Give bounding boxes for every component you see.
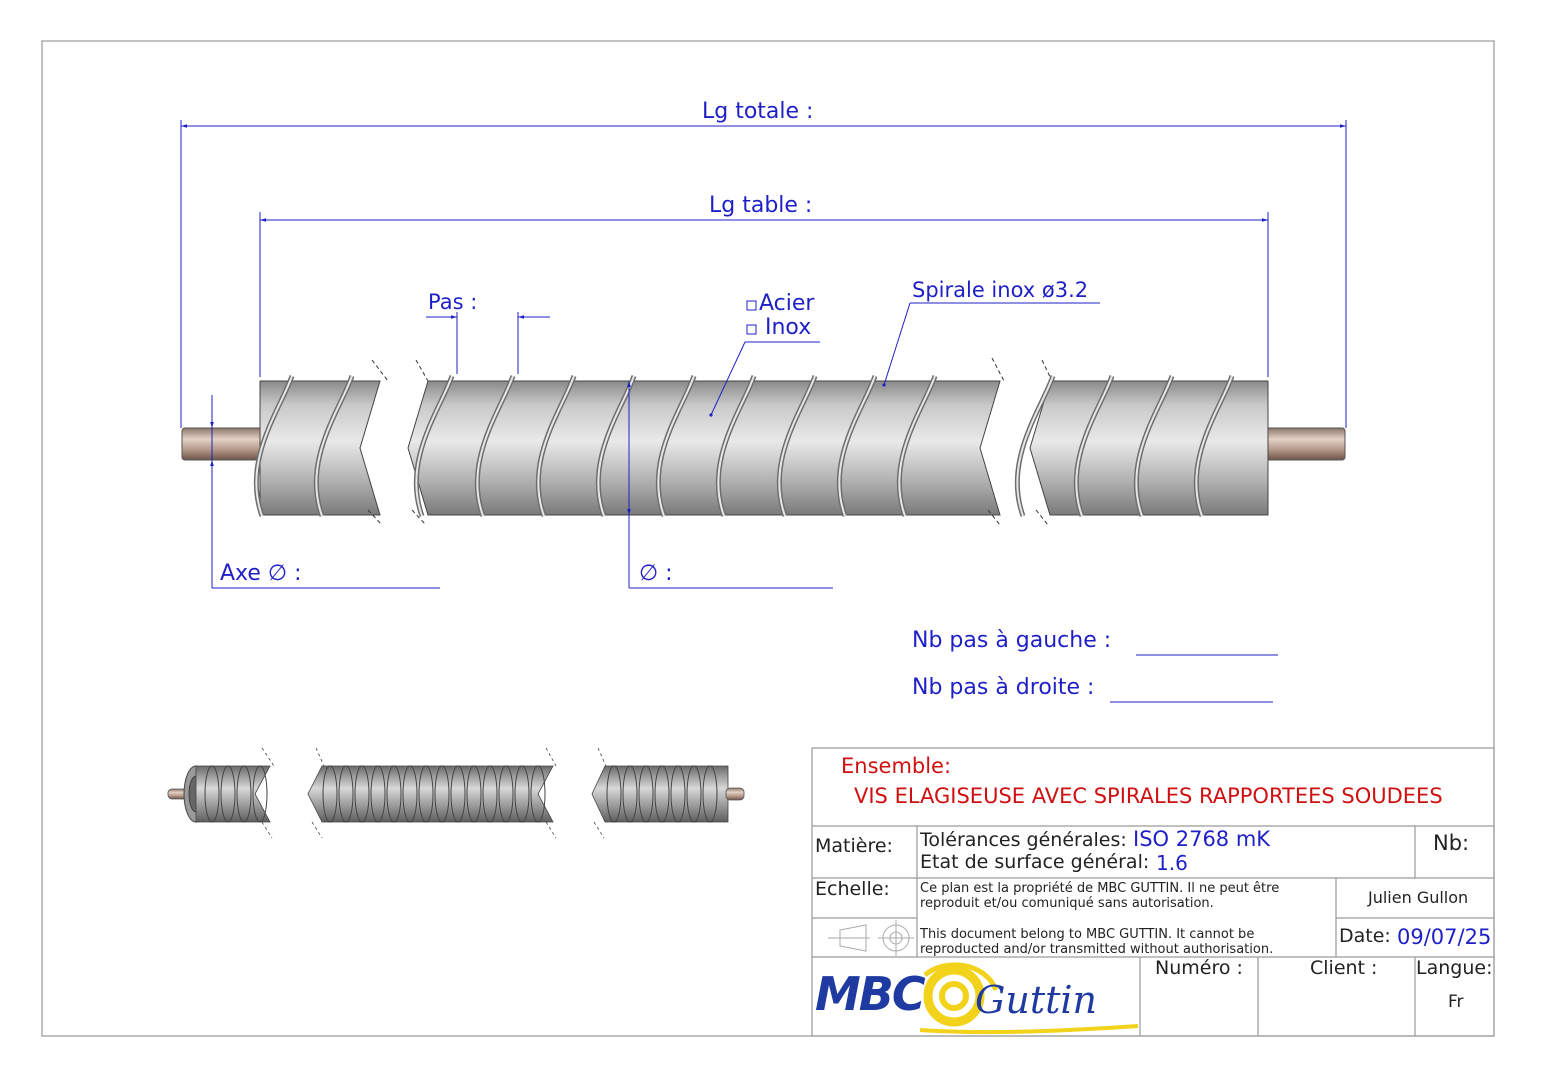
- nb-label: Nb:: [1433, 831, 1470, 855]
- spiral-turn-small: [530, 765, 546, 823]
- checkbox-inox-icon: [746, 324, 757, 335]
- spiral-turn-small: [622, 765, 638, 823]
- ensemble-label: Ensemble:: [841, 754, 952, 778]
- spiral-turn-small: [204, 765, 220, 823]
- projection-symbol-icon: [828, 920, 914, 956]
- spiral-turn-small: [338, 765, 354, 823]
- logo-guttin-text: Guttin: [975, 978, 1097, 1022]
- spiral-turn-highlight: [1135, 375, 1173, 517]
- diameter-label: ∅ :: [639, 561, 673, 586]
- tolerances-label: Tolérances générales:: [920, 829, 1127, 851]
- spiral-turn-highlight: [537, 375, 575, 517]
- left-axle: [181, 427, 263, 461]
- spiral-turn-highlight: [415, 375, 453, 517]
- spiral-turn-highlight: [657, 375, 695, 517]
- spiral-turn-highlight: [778, 375, 816, 517]
- author-name: Julien Gullon: [1368, 888, 1469, 907]
- sheet-border: [41, 40, 1495, 1037]
- langue-label: Langue:: [1416, 957, 1493, 979]
- spiral-turn-small: [434, 765, 450, 823]
- axe-diameter-label: Axe ∅ :: [220, 561, 302, 586]
- spiral-turn-highlight: [315, 375, 353, 517]
- nb-pas-droite-label: Nb pas à droite :: [912, 675, 1095, 700]
- checkbox-acier-icon: [746, 300, 757, 311]
- spiral-turn-small: [220, 765, 236, 823]
- spiral-turn-highlight: [717, 375, 755, 517]
- spiral-turn-highlight: [838, 375, 876, 517]
- screw-main-view: [181, 357, 1346, 526]
- logo-mbc-text: MBC: [815, 967, 926, 1021]
- screw-iso-view: [167, 747, 745, 839]
- spiral-turn-small: [702, 765, 718, 823]
- spiral-turn-small: [354, 765, 370, 823]
- spiral-turn-small: [638, 765, 654, 823]
- nb-pas-gauche-label: Nb pas à gauche :: [912, 628, 1112, 653]
- surface-value: 1.6: [1156, 851, 1188, 875]
- spiral-turn-small: [670, 765, 686, 823]
- spiral-turn-small: [450, 765, 466, 823]
- date-value: 09/07/25: [1397, 925, 1492, 949]
- spiral-turn-small: [686, 765, 702, 823]
- spiral-turn-small: [482, 765, 498, 823]
- title-block-grid: [811, 747, 1495, 1037]
- spiral-turn-small: [466, 765, 482, 823]
- spiral-turn-small: [322, 765, 338, 823]
- inox-label: Inox: [765, 315, 812, 340]
- spiral-turn-small: [236, 765, 252, 823]
- date-label: Date:: [1339, 925, 1391, 947]
- spiral-turns: [253, 375, 1235, 517]
- spiral-turn-small: [606, 765, 622, 823]
- pas-label: Pas :: [428, 290, 478, 314]
- echelle-label: Echelle:: [815, 878, 890, 900]
- tolerances-value: ISO 2768 mK: [1133, 827, 1271, 851]
- lg-totale-label: Lg totale :: [702, 99, 814, 124]
- right-axle: [1264, 427, 1346, 461]
- spiral-turn-small: [514, 765, 530, 823]
- notice-en: This document belong to MBC GUTTIN. It c…: [920, 927, 1274, 957]
- mbc-guttin-logo-icon: [919, 962, 1139, 1035]
- tube-segment-middle: [407, 380, 1001, 516]
- spiral-turn-small: [498, 765, 514, 823]
- spiral-turn-small: [402, 765, 418, 823]
- numero-label: Numéro :: [1155, 957, 1243, 979]
- spiral-turn-small: [386, 765, 402, 823]
- spiral-turn-small: [252, 765, 268, 823]
- spiral-turn-small: [654, 765, 670, 823]
- ensemble-title: VIS ELAGISEUSE AVEC SPIRALES RAPPORTEES …: [854, 784, 1443, 808]
- acier-label: Acier: [759, 291, 815, 316]
- spiral-turn-highlight: [1195, 375, 1233, 517]
- dimension-lines: [180, 120, 1347, 703]
- spiral-turn-small: [418, 765, 434, 823]
- spiral-turn-highlight: [255, 375, 293, 517]
- spiral-turn-highlight: [476, 375, 514, 517]
- tube-segment-right: [1029, 380, 1269, 516]
- spirale-label: Spirale inox ø3.2: [912, 278, 1089, 302]
- notice-fr: Ce plan est la propriété de MBC GUTTIN. …: [920, 881, 1280, 911]
- spiral-turn-highlight: [898, 375, 936, 517]
- spiral-turn-highlight: [1075, 375, 1113, 517]
- client-label: Client :: [1310, 957, 1378, 979]
- spiral-turn-highlight: [1016, 375, 1054, 517]
- matiere-label: Matière:: [815, 835, 893, 857]
- langue-value: Fr: [1448, 992, 1464, 1012]
- spiral-turn-small: [370, 765, 386, 823]
- surface-label: Etat de surface général:: [920, 851, 1150, 873]
- lg-table-label: Lg table :: [709, 193, 813, 218]
